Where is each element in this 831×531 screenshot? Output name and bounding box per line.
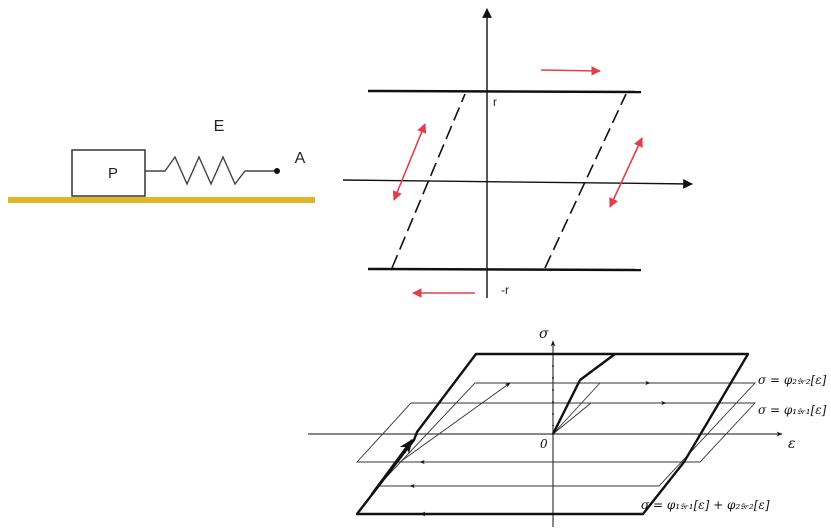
- arrow-left-thick: [371, 438, 413, 495]
- block-p: [71, 149, 146, 197]
- right-dashed-branch: [544, 93, 627, 269]
- label-phi2-curve: σ = φ₂𝔰ᵣ₂[ε]: [758, 373, 827, 387]
- phi1-initial-branch: [552, 402, 592, 435]
- spring-coil: [145, 155, 276, 186]
- red-double-arrow-left: [392, 123, 427, 201]
- arrow-left-diag: [399, 382, 511, 463]
- epsilon-axis-label: ε: [788, 436, 796, 452]
- left-dashed-branch: [391, 93, 466, 269]
- phi1-loop: [355, 402, 757, 463]
- phi2-loop: [376, 382, 757, 487]
- play-diagram: r -r: [342, 8, 693, 298]
- upper-level-label: r: [493, 95, 497, 109]
- spring-label: E: [214, 118, 225, 135]
- block-label: P: [108, 165, 118, 182]
- lower-level-line: [367, 267, 642, 272]
- phi2-initial-branch: [552, 382, 601, 435]
- origin-label: 0: [540, 437, 548, 451]
- hysteresis-diagram: σ ε 0 σ = φ₂𝔰ᵣ₂[ε] σ = φ₁𝔰ᵣ₁[ε] σ = φ₁𝔰ᵣ…: [308, 326, 827, 527]
- combined-initial-branch: [551, 353, 616, 435]
- red-double-arrow-right: [609, 137, 643, 208]
- lower-level-label: -r: [501, 283, 509, 297]
- upper-level-line: [367, 89, 642, 94]
- play-x-axis: [342, 178, 693, 189]
- combined-loop: [355, 352, 750, 516]
- label-phi1-curve: σ = φ₁𝔰ᵣ₁[ε]: [758, 403, 827, 417]
- spring-model: P E A: [8, 118, 315, 203]
- ground-line: [8, 197, 315, 203]
- label-sum-curve: σ = φ₁𝔰ᵣ₁[ε] + φ₂𝔰ᵣ₂[ε]: [641, 498, 770, 512]
- end-label: A: [295, 150, 306, 167]
- red-arrow-top-right: [540, 66, 601, 76]
- spring-end-point: [274, 168, 280, 174]
- sigma-axis-label: σ: [539, 326, 549, 342]
